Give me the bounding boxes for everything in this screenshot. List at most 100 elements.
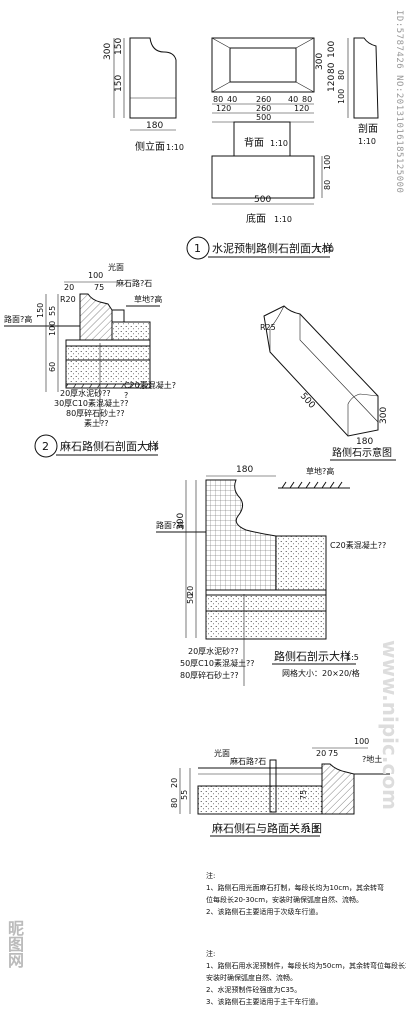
d2-dim-60: 60: [48, 362, 57, 372]
detail1-title-text: 水泥预制路侧石剖面大样: [212, 241, 333, 255]
detail4-scale: 1:5: [306, 825, 319, 834]
notes1-heading: 注:: [206, 871, 215, 880]
d3-label-road: 路面?高: [156, 520, 184, 530]
iso-dim-180: 180: [356, 437, 373, 447]
back-dim-r120: 120: [327, 75, 337, 92]
detail3-title: 路侧石剖示大样: [274, 649, 351, 663]
side-view-label: 侧立面: [135, 140, 165, 153]
bottom-dim-r100: 100: [323, 155, 332, 170]
section-dim-80: 80: [337, 70, 346, 80]
back-dim-r80: 80: [327, 62, 337, 74]
section-view: 100 80 剖面 1:10: [337, 37, 379, 146]
detail1-title: 1 水泥预制路侧石剖面大样 1:10: [186, 236, 334, 260]
back-dim-80a: 80: [213, 95, 223, 104]
detail4-title: 麻石侧石与路面关系图: [212, 821, 322, 835]
notes2-line-2: 安装时确保弧度自然、流畅。: [206, 973, 297, 982]
d3-dim-180: 180: [236, 465, 253, 475]
detail3-scale: 1:5: [346, 653, 359, 662]
d4-label-smooth: 光面: [214, 748, 230, 758]
side-dim-300: 300: [103, 43, 113, 60]
d4-dim-80: 80: [170, 798, 179, 808]
d3-layer-1: 20厚水泥砂??: [188, 646, 239, 656]
d2-label-grass: 草地?高: [134, 294, 162, 304]
d4-label-grass: ?地土: [362, 754, 382, 764]
detail1-number: 1: [194, 242, 201, 255]
notes2-heading: 注:: [206, 949, 215, 958]
d2-r20: R20: [60, 295, 76, 304]
d4-label-stone: 麻石路?石: [230, 756, 266, 766]
d2-layer-right: C20素混凝土?: [124, 380, 176, 390]
detail2-title: 麻石路侧石剖面大样: [60, 439, 159, 453]
d2-dim-150: 150: [36, 303, 45, 318]
iso-dim-300: 300: [379, 407, 389, 424]
watermark-site: www.nipic.com: [378, 640, 402, 810]
notes1-line-1: 1、路侧石用光面麻石打制，每段长均为10cm，其余转弯: [206, 883, 384, 892]
detail2-scale: 1:5: [146, 443, 159, 452]
iso-dim-500: 500: [298, 391, 317, 411]
notes2-line-4: 3、该路侧石主要适用于主干车行道。: [206, 997, 322, 1006]
d2-label-stone: 麻石路?石: [116, 278, 152, 288]
d2-dim-55: 55: [48, 306, 57, 316]
notes2: 注: 1、路侧石用水泥预制件，每段长均为50cm，其余转弯位每段长20-30c …: [206, 949, 406, 1006]
side-dim-180: 180: [146, 121, 163, 131]
d2-dim-20: 20: [64, 283, 74, 292]
d2-layer-3: 80厚碎石砂土??: [66, 408, 125, 418]
back-dim-500: 500: [256, 113, 271, 122]
d2-layer-4: 素土??: [84, 418, 109, 428]
d3-layer-3: 80厚碎石砂土??: [180, 670, 239, 680]
d3-label-grass: 草地?高: [306, 466, 334, 476]
iso-r25: R25: [260, 323, 276, 332]
watermark-id: ID:5787426 NO:20131016185125000: [394, 10, 404, 194]
detail2-number: 2: [42, 440, 49, 453]
notes1-line-3: 2、该路侧石主要适用于次级车行道。: [206, 907, 322, 916]
d4-dim-20: 20: [316, 749, 326, 758]
notes1: 注: 1、路侧石用光面麻石打制，每段长均为10cm，其余转弯 位每段长20-30…: [206, 871, 384, 916]
bottom-dim-500: 500: [254, 195, 271, 205]
back-dim-120a: 120: [216, 104, 231, 113]
d3-dim-300: 300: [176, 513, 186, 530]
d4-dim-75: 75: [328, 749, 338, 758]
back-view: 80 40 260 40 80 120 260 120 500 300 100 …: [211, 37, 337, 157]
d2-dim-75: 75: [94, 283, 104, 292]
d2-label-road: 路面?高: [4, 314, 32, 324]
d4-dim-100: 100: [354, 737, 369, 746]
d3-right-layer: C20素混凝土??: [330, 540, 386, 550]
d3-grid-note: 网格大小：20×20/格: [282, 668, 360, 678]
back-view-scale: 1:10: [270, 139, 288, 148]
back-dim-260b: 260: [256, 104, 271, 113]
bottom-view-label: 底面: [246, 212, 266, 225]
bottom-view: 500 100 80 底面 1:10: [211, 155, 332, 225]
bottom-dim-r80: 80: [323, 180, 332, 190]
iso-view: R25 500 300 180 路侧石示意图: [260, 305, 396, 461]
d2-dim-100: 100: [48, 321, 57, 336]
side-view: 300 150 150 180 侧立面 1:10: [103, 37, 184, 153]
d2-label-smooth: 光面: [108, 262, 124, 272]
back-dim-80b: 80: [302, 95, 312, 104]
back-dim-120b: 120: [294, 104, 309, 113]
d2-dim-100: 100: [88, 271, 103, 280]
iso-label: 路侧石示意图: [332, 446, 392, 459]
back-dim-40a: 40: [227, 95, 237, 104]
back-dim-r300: 300: [315, 53, 325, 70]
back-view-label: 背面: [244, 136, 264, 149]
d2-layer-1: 20厚水泥砂??: [60, 388, 111, 398]
detail1-scale: 1:10: [316, 245, 334, 254]
section-dim-100: 100: [337, 89, 346, 104]
d3-dim-20: 20: [186, 586, 195, 596]
side-dim-150b: 150: [114, 75, 124, 92]
d4-dim-75: 75: [299, 790, 308, 800]
back-dim-r100: 100: [327, 41, 337, 58]
back-dim-40b: 40: [288, 95, 298, 104]
notes1-line-2: 位每段长20-30cm，安装时确保弧度自然、流畅。: [206, 895, 363, 904]
back-dim-260: 260: [256, 95, 271, 104]
d2-layer-2: 30厚C10素混凝土??: [54, 398, 128, 408]
detail4: 100 20 75 ?地土 光面 麻石路?石 55 20 80 75 麻石侧石与…: [170, 737, 390, 837]
side-view-scale: 1:10: [166, 143, 184, 152]
side-dim-150a: 150: [114, 38, 124, 55]
d4-dim-55: 55: [180, 790, 189, 800]
d3-layer-2: 50厚C10素混凝土??: [180, 658, 254, 668]
section-scale: 1:10: [358, 137, 376, 146]
d2-layer-right-suffix: ?: [124, 391, 128, 400]
detail2: 100 20 75 光面 麻石路?石 R20 草地?高 路面?高 150 55 …: [4, 262, 176, 458]
